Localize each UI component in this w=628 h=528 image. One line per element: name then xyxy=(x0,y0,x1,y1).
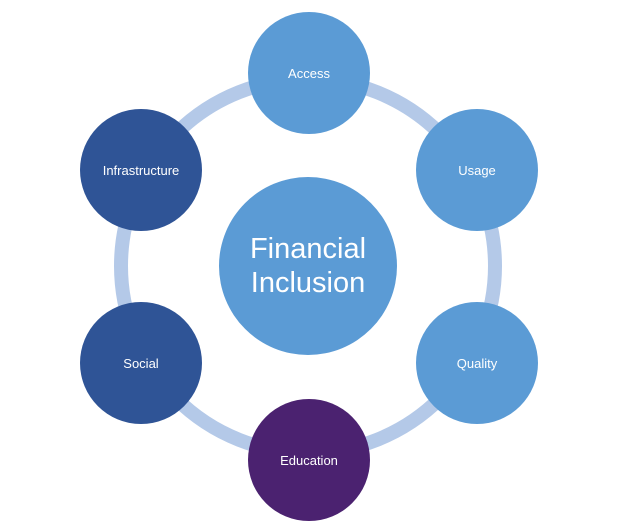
node-education-label: Education xyxy=(280,452,338,468)
node-infrastructure-label: Infrastructure xyxy=(102,162,180,178)
center-node-label: Financial Inclusion xyxy=(249,233,367,299)
node-infrastructure: Infrastructure xyxy=(80,109,202,231)
node-access: Access xyxy=(248,12,370,134)
node-social-label: Social xyxy=(123,355,159,371)
center-node-financial-inclusion: Financial Inclusion xyxy=(219,177,397,355)
node-quality-label: Quality xyxy=(456,355,498,371)
node-education: Education xyxy=(248,399,370,521)
node-quality: Quality xyxy=(416,302,538,424)
node-social: Social xyxy=(80,302,202,424)
node-access-label: Access xyxy=(288,65,330,81)
node-usage: Usage xyxy=(416,109,538,231)
node-usage-label: Usage xyxy=(458,162,496,178)
